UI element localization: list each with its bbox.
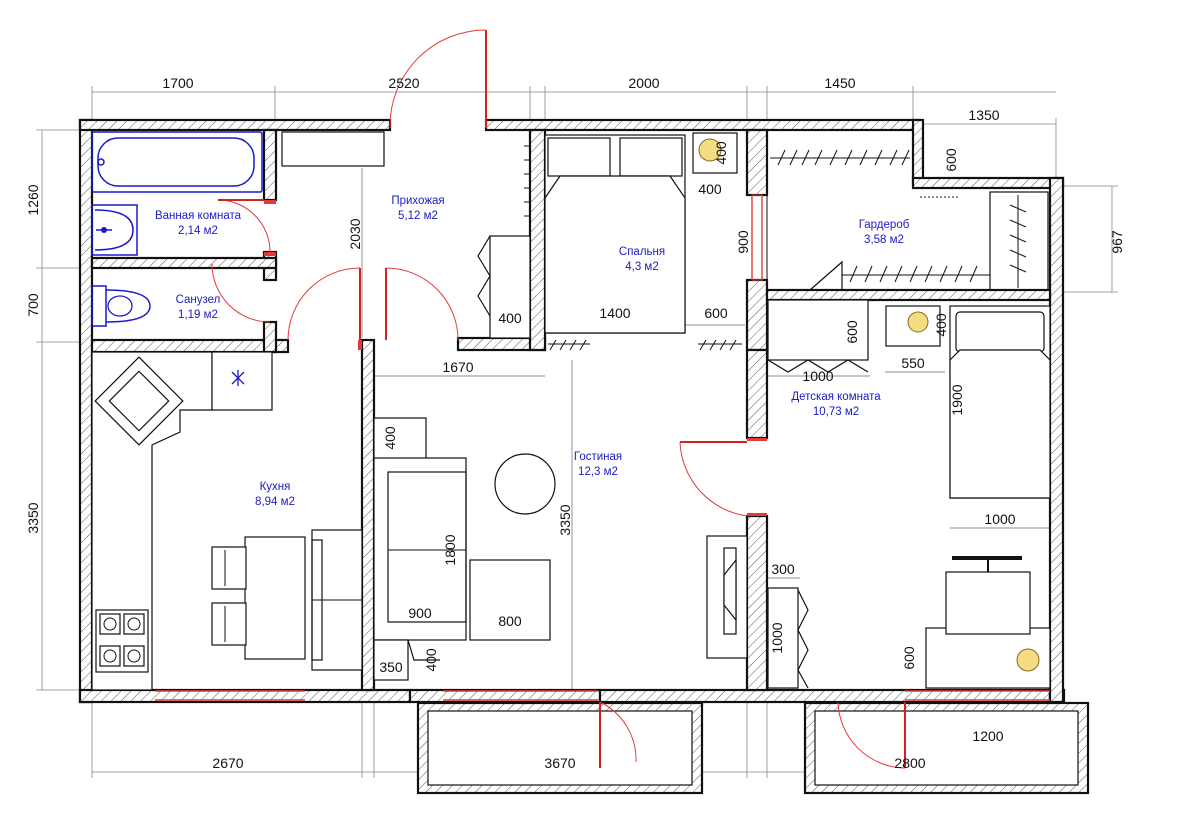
- room-labels: Ванная комната 2,14 м2 Санузел 1,19 м2 П…: [155, 195, 910, 508]
- dim-living-height: 3350: [557, 504, 573, 535]
- wc-name: Санузел: [176, 294, 221, 306]
- dim-desk-h: 600: [901, 646, 917, 670]
- doors: [211, 29, 906, 769]
- hall-closet: [477, 235, 531, 339]
- bedroom-wardrobe-hangers: [548, 339, 742, 351]
- wardrobe-area: 3,58 м2: [864, 234, 904, 246]
- balcony-living: [416, 701, 704, 795]
- dim-bottom-1: 2670: [212, 755, 243, 771]
- kitchen-name: Кухня: [260, 481, 291, 493]
- desk: [925, 556, 1051, 689]
- bath-name: Ванная комната: [155, 210, 242, 222]
- dim-top-4: 1450: [824, 75, 855, 91]
- kids-tall-shelf: [767, 587, 809, 689]
- dim-sofa-len: 1800: [442, 534, 458, 565]
- dim-arm-w: 350: [379, 659, 403, 675]
- walls: [78, 118, 1066, 704]
- dim-bottom-3: 2800: [894, 755, 925, 771]
- hood-icon: [231, 370, 245, 386]
- dim-kids-bed-w: 1000: [984, 511, 1015, 527]
- bath-area: 2,14 м2: [178, 225, 218, 237]
- dim-top-3: 2000: [628, 75, 659, 91]
- double-bed: [544, 134, 686, 334]
- dim-sofa-depth: 900: [408, 605, 432, 621]
- kids-shelf: [767, 299, 869, 373]
- kids-area: 10,73 м2: [813, 406, 859, 418]
- dim-wardrobe-niche: 600: [943, 148, 959, 172]
- coat-hooks: [524, 145, 530, 217]
- dim-top-1: 1700: [162, 75, 193, 91]
- dim-ottoman: 800: [498, 613, 522, 629]
- dim-top-5: 1350: [968, 107, 999, 123]
- dim-desk-w: 1200: [972, 728, 1003, 744]
- sink-icon: [91, 204, 138, 256]
- kitchen-area: 8,94 м2: [255, 496, 295, 508]
- dimension-labels: 1700 2520 2000 1450 1350 2670 3670 2800 …: [25, 75, 1125, 771]
- dim-kids-night-w: 550: [901, 355, 925, 371]
- dim-hall-closet: 400: [498, 310, 522, 326]
- dining-set: [211, 529, 363, 671]
- hall-area: 5,12 м2: [398, 210, 438, 222]
- kids-name: Детская комната: [791, 391, 881, 403]
- kitchen-counter: [91, 351, 273, 691]
- bathtub-icon: [91, 131, 263, 193]
- living-name: Гостиная: [574, 451, 622, 463]
- dim-corridor: 1670: [442, 359, 473, 375]
- wardrobe-name: Гардероб: [859, 219, 910, 231]
- hall-name: Прихожая: [391, 195, 444, 207]
- dim-bedroom-left: 900: [735, 230, 751, 254]
- wardrobe-rails: [766, 130, 1049, 291]
- dim-kids-night-h: 400: [933, 313, 949, 337]
- kids-nightstand: [885, 305, 941, 347]
- dim-bed-side: 600: [704, 305, 728, 321]
- dim-left-3: 3350: [25, 502, 41, 533]
- dim-right-1: 967: [1109, 230, 1125, 254]
- stove-icon: [95, 609, 149, 673]
- toilet-icon: [91, 285, 151, 327]
- dim-bottom-2: 3670: [544, 755, 575, 771]
- dim-bed-width: 1400: [599, 305, 630, 321]
- hall-cabinet: [281, 131, 385, 167]
- nightstand: [692, 132, 738, 174]
- dim-left-1: 1260: [25, 184, 41, 215]
- dim-kids-shelf-w: 1000: [802, 368, 833, 384]
- dim-top-2: 2520: [388, 75, 419, 91]
- dim-kids-shelf2-h: 1000: [769, 622, 785, 653]
- dim-night-w: 400: [698, 181, 722, 197]
- coffee-table: [494, 453, 556, 515]
- ottoman: [469, 559, 551, 641]
- dim-hall-height: 2030: [347, 218, 363, 249]
- dim-kids-shelf2-w: 300: [771, 561, 795, 577]
- balcony-kids: [803, 701, 1090, 795]
- tv-unit: [706, 535, 748, 659]
- dim-sofa-side: 400: [382, 426, 398, 450]
- dim-kids-shelf-h: 600: [844, 320, 860, 344]
- bedroom-name: Спальня: [619, 246, 665, 258]
- living-area: 12,3 м2: [578, 466, 618, 478]
- dim-arm-h: 400: [423, 648, 439, 672]
- windows: [155, 194, 1050, 701]
- dim-night-h: 400: [713, 141, 729, 165]
- bedroom-area: 4,3 м2: [625, 261, 658, 273]
- sofa: [373, 417, 467, 681]
- single-bed: [949, 305, 1051, 499]
- dim-left-2: 700: [25, 293, 41, 317]
- wc-area: 1,19 м2: [178, 309, 218, 321]
- dim-kids-bed-len: 1900: [949, 384, 965, 415]
